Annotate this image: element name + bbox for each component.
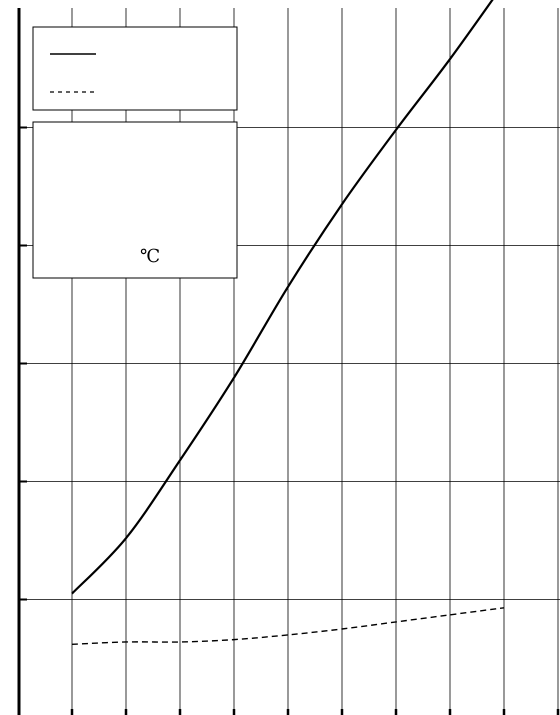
annotation-frame	[32, 121, 238, 279]
axes	[17, 8, 560, 715]
series-line-solid	[71, 0, 494, 595]
annotation-box: ℃	[32, 121, 238, 279]
legend	[32, 26, 238, 111]
unit-label: ℃	[140, 246, 160, 267]
series-line-dashed	[71, 607, 505, 646]
legend-box	[32, 26, 238, 111]
grid-lines	[19, 8, 560, 715]
series-group	[71, 0, 505, 646]
